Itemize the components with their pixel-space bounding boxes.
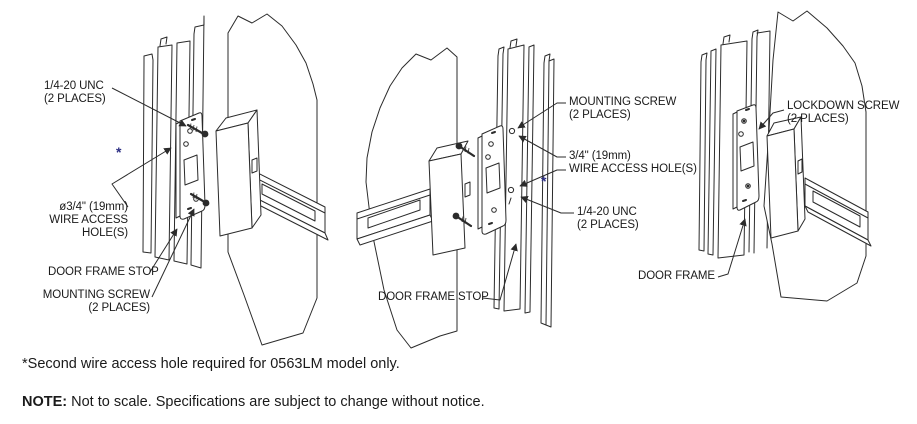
figure-2-exploded-frame-right [356, 38, 574, 349]
leader-door-frame [717, 218, 747, 278]
leader-mounting-screw [517, 102, 566, 129]
callout-mounting-screw-1: MOUNTING SCREW (2 PLACES) [42, 289, 150, 314]
panic-device-end-cap [428, 140, 471, 256]
lockdown-screw-bottom [746, 184, 750, 188]
callout-thread-spec-2: 1/4-20 UNC (2 PLACES) [577, 206, 639, 231]
strike-plate [477, 125, 507, 235]
leader-wire-access [519, 169, 566, 187]
footnote-marker-2: * [541, 173, 547, 189]
lockdown-screw-top [742, 119, 746, 123]
leader-thread-spec [520, 196, 574, 214]
mounting-screw-top [455, 142, 476, 158]
footnote-text: *Second wire access hole required for 05… [22, 356, 400, 372]
figure-3-installed-view [698, 10, 872, 302]
callout-door-frame-3: DOOR FRAME [638, 270, 715, 282]
footnote-marker-1: * [116, 144, 122, 160]
callout-door-frame-stop-2: DOOR FRAME STOP [378, 291, 489, 303]
panic-device-end-cap [215, 109, 262, 237]
leader-lockdown-screw [758, 109, 785, 130]
door-frame-channel [698, 29, 771, 259]
callout-door-frame-stop-1: DOOR FRAME STOP [48, 266, 159, 278]
door-leaf [227, 13, 318, 346]
leader-thread-spec [111, 87, 187, 127]
panic-bar [804, 177, 872, 247]
note-body: Not to scale. Specifications are subject… [67, 394, 485, 410]
callout-lockdown-screw-3: LOCKDOWN SCREW (2 PLACES) [787, 100, 900, 125]
callout-thread-spec-1: 1/4-20 UNC (2 PLACES) [44, 80, 106, 105]
leader-mounting-screw [151, 208, 195, 298]
note-text: NOTE: Not to scale. Specifications are s… [22, 394, 485, 411]
leader-door-frame-stop [149, 228, 178, 273]
mounting-screw-bottom [189, 192, 210, 207]
mounting-screw-bottom [452, 212, 473, 228]
leader-wire-access [111, 147, 172, 208]
strike-plate [175, 112, 206, 220]
leader-door-frame-stop [482, 243, 518, 301]
panic-device-end-cap [766, 116, 806, 239]
figure-1-exploded-frame-left [111, 13, 329, 346]
callout-wire-access-2: WIRE ACCESS HOLE(S) [569, 163, 697, 175]
strike-plate [732, 104, 760, 211]
note-label: NOTE: [22, 394, 68, 410]
callout-wire-access-1: ø3/4" (19mm) WIRE ACCESS HOLE(S) [49, 201, 128, 239]
mounting-screw-top [186, 123, 209, 138]
callout-wire-hole-size-2: 3/4" (19mm) [569, 150, 631, 162]
leader-wire-hole-size [518, 135, 566, 158]
callout-mounting-screw-2: MOUNTING SCREW (2 PLACES) [569, 96, 677, 121]
frame-prep-holes [507, 127, 516, 205]
